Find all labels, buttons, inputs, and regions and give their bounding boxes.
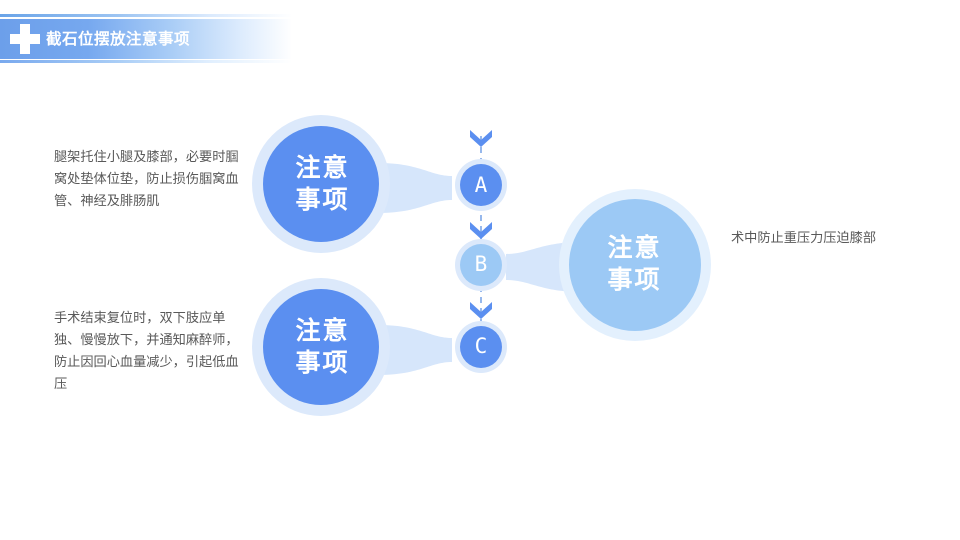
description-top-left: 腿架托住小腿及膝部，必要时腘窝处垫体位垫，防止损伤腘窝血管、神经及腓肠肌 xyxy=(54,149,239,208)
step-c-marker xyxy=(460,326,502,368)
description-right: 术中防止重压力压迫膝部 xyxy=(731,230,877,245)
step-a-marker xyxy=(460,164,502,206)
header-bottom-accent-line xyxy=(0,60,292,63)
chevron-down-icon-top xyxy=(470,130,492,147)
medical-cross-icon xyxy=(10,24,40,54)
header-gradient-bar xyxy=(0,19,292,59)
cross-vertical-bar xyxy=(20,24,30,54)
bubble-c-body xyxy=(263,289,379,405)
header-band: 截石位摆放注意事项 xyxy=(0,14,292,64)
step-b-marker xyxy=(460,244,502,286)
header-top-accent-line xyxy=(0,14,292,17)
description-bottom-left: 手术结束复位时，双下肢应单独、慢慢放下，并通知麻醉师，防止因回心血量减少，引起低… xyxy=(54,310,239,391)
bubble-b-body xyxy=(569,199,701,331)
page-title: 截石位摆放注意事项 xyxy=(46,31,191,48)
bubble-a-body xyxy=(263,126,379,242)
chevron-down-icon-b-c xyxy=(470,222,492,239)
connector-bubble-c-to-step-c xyxy=(378,325,452,375)
chevron-down-icon-a-b xyxy=(470,302,492,319)
connector-bubble-a-to-step-a xyxy=(378,163,452,213)
